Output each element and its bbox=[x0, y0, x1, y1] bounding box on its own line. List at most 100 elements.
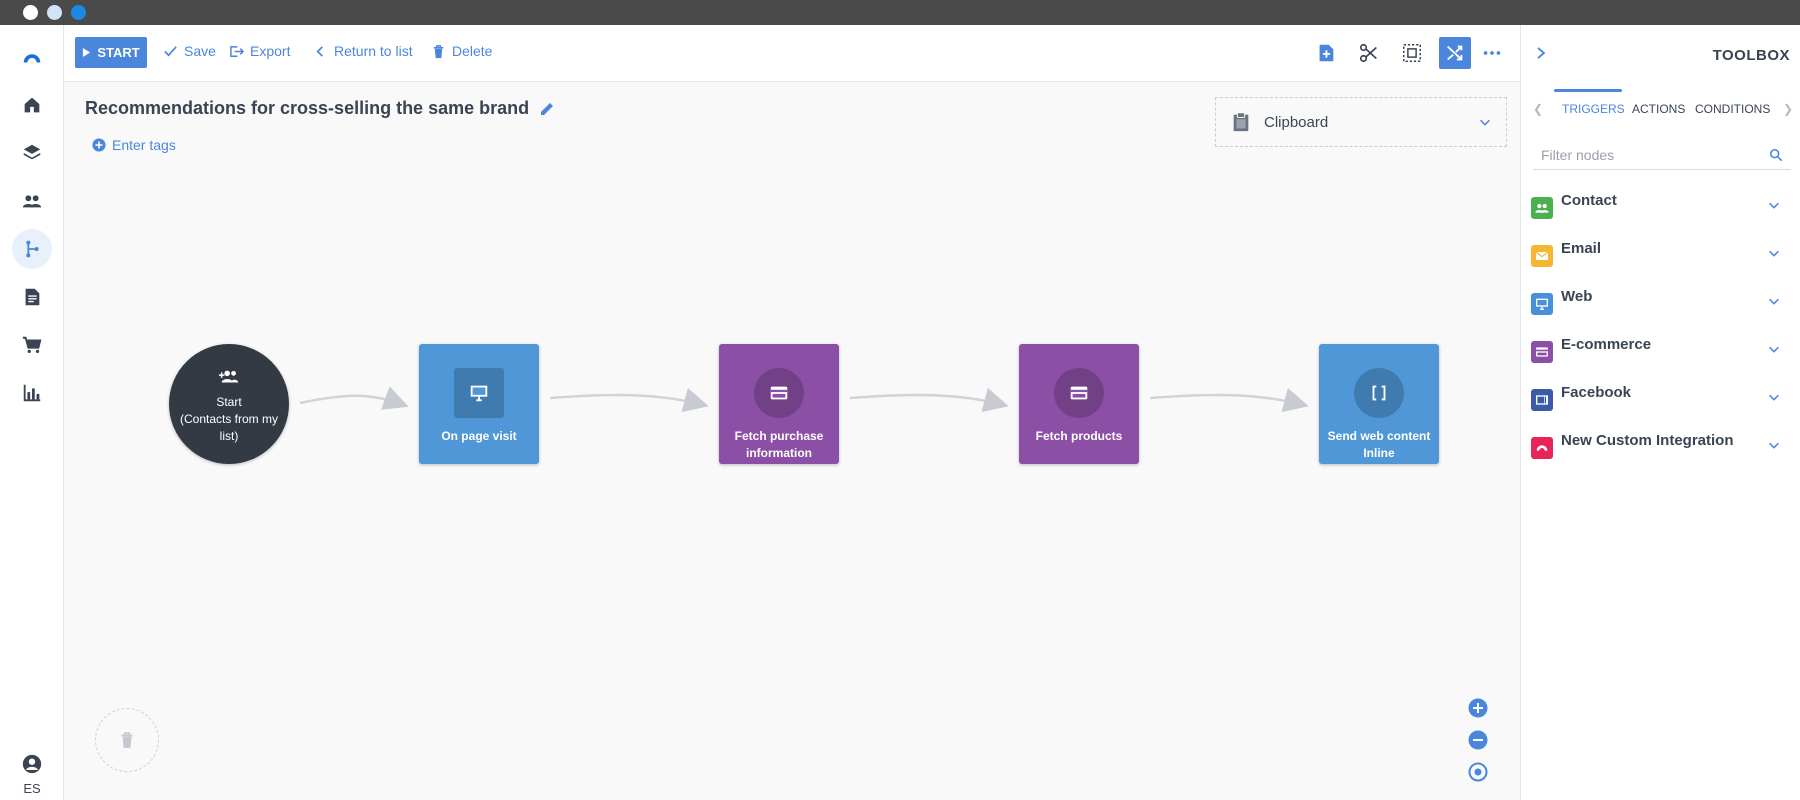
delete-button-label: Delete bbox=[452, 43, 493, 59]
chevron-right-icon bbox=[1537, 47, 1546, 59]
flow-node-fetch-purchase-information[interactable]: Fetch purchase information bbox=[719, 344, 839, 464]
flow-title: Recommendations for cross-selling the sa… bbox=[85, 98, 530, 118]
start-button[interactable]: START bbox=[75, 37, 147, 68]
tab-actions[interactable]: ACTIONS bbox=[1632, 102, 1686, 116]
category-contact[interactable]: Contact bbox=[1531, 192, 1793, 226]
scissors-icon[interactable] bbox=[1353, 37, 1385, 69]
play-icon bbox=[83, 48, 91, 57]
chevron-down-icon bbox=[1769, 202, 1779, 209]
contacts-icon[interactable] bbox=[12, 181, 52, 221]
pencil-icon[interactable] bbox=[539, 101, 555, 117]
target-icon bbox=[1468, 762, 1488, 782]
shuffle-icon[interactable] bbox=[1439, 37, 1471, 69]
export-button[interactable]: Export bbox=[229, 43, 290, 59]
left-nav-rail: ES bbox=[0, 25, 64, 800]
plus-circle-icon bbox=[1468, 698, 1488, 718]
integration-icon bbox=[1531, 437, 1553, 459]
automation-icon[interactable] bbox=[12, 229, 52, 269]
category-label: New Custom Integration bbox=[1561, 432, 1734, 449]
window-close-dot[interactable] bbox=[23, 5, 38, 20]
chevron-down-icon bbox=[1480, 119, 1490, 126]
flow-node-on-page-visit[interactable]: On page visit bbox=[419, 344, 539, 464]
more-icon[interactable] bbox=[1476, 37, 1508, 69]
zoom-in-button[interactable] bbox=[1467, 697, 1489, 719]
flow-canvas[interactable]: Recommendations for cross-selling the sa… bbox=[64, 82, 1520, 800]
minus-circle-icon bbox=[1468, 730, 1488, 750]
connector-4 bbox=[1149, 387, 1309, 413]
connector-2 bbox=[549, 387, 709, 413]
home-icon[interactable] bbox=[12, 85, 52, 125]
start-button-label: START bbox=[97, 45, 140, 60]
save-button-label: Save bbox=[184, 43, 216, 59]
return-to-list-button[interactable]: Return to list bbox=[313, 43, 413, 59]
category-facebook[interactable]: Facebook bbox=[1531, 384, 1793, 418]
connector-1 bbox=[299, 386, 409, 410]
trash-icon bbox=[121, 732, 133, 748]
layers-icon[interactable] bbox=[12, 133, 52, 173]
page-title: Recommendations for cross-selling the sa… bbox=[85, 98, 555, 119]
language-label[interactable]: ES bbox=[23, 781, 41, 796]
flow-node-start[interactable]: Start (Contacts from my list) bbox=[169, 344, 289, 464]
save-button[interactable]: Save bbox=[163, 43, 216, 59]
monitor-icon bbox=[454, 368, 504, 418]
tabs-scroll-right-icon[interactable]: ❯ bbox=[1783, 102, 1794, 116]
chevron-down-icon bbox=[1769, 346, 1779, 353]
chevron-down-icon bbox=[1769, 442, 1779, 449]
facebook-icon bbox=[1531, 389, 1553, 411]
search-icon[interactable] bbox=[1769, 148, 1783, 162]
check-icon bbox=[164, 45, 177, 56]
window-minimize-dot[interactable] bbox=[47, 5, 62, 20]
connector-3 bbox=[849, 387, 1009, 413]
enter-tags-button[interactable]: Enter tags bbox=[92, 137, 176, 153]
envelope-icon bbox=[1531, 245, 1553, 267]
editor-toolbar: START Save Export Return to list Delete bbox=[64, 25, 1520, 82]
flow-node-label: Send web content Inline bbox=[1327, 429, 1431, 460]
category-label: Email bbox=[1561, 240, 1602, 257]
clipboard-label: Clipboard bbox=[1264, 113, 1329, 131]
return-to-list-label: Return to list bbox=[334, 43, 413, 59]
trash-drop-zone[interactable] bbox=[95, 708, 159, 772]
clipboard-dropdown[interactable]: Clipboard bbox=[1215, 97, 1507, 147]
filter-nodes-field bbox=[1533, 140, 1791, 170]
toolbox-tabs: ❮ TRIGGERS ACTIONS CONDITIONS ❯ bbox=[1521, 89, 1800, 124]
flow-node-fetch-products[interactable]: Fetch products bbox=[1019, 344, 1139, 464]
flow-node-label: On page visit bbox=[441, 429, 517, 443]
card-icon bbox=[1531, 341, 1553, 363]
chevron-down-icon bbox=[1769, 250, 1779, 257]
document-icon[interactable] bbox=[12, 277, 52, 317]
monitor-icon bbox=[1531, 293, 1553, 315]
chevron-down-icon bbox=[1769, 298, 1779, 305]
tab-triggers[interactable]: TRIGGERS bbox=[1562, 102, 1625, 116]
toolbox-title: TOOLBOX bbox=[1712, 47, 1790, 64]
select-area-icon[interactable] bbox=[1396, 37, 1428, 69]
category-web[interactable]: Web bbox=[1531, 288, 1793, 322]
category-new-custom-integration[interactable]: New Custom Integration bbox=[1531, 432, 1793, 466]
tab-conditions[interactable]: CONDITIONS bbox=[1695, 102, 1771, 116]
add-contacts-icon bbox=[214, 362, 244, 392]
filter-nodes-input[interactable] bbox=[1533, 146, 1769, 163]
brackets-icon bbox=[1354, 368, 1404, 418]
flow-node-label: Start (Contacts from my list) bbox=[179, 395, 278, 443]
tabs-scroll-left-icon[interactable]: ❮ bbox=[1533, 102, 1544, 116]
enter-tags-label: Enter tags bbox=[112, 137, 176, 153]
user-avatar-icon[interactable] bbox=[12, 750, 52, 778]
clipboard-icon bbox=[1233, 112, 1249, 132]
center-view-button[interactable] bbox=[1467, 761, 1489, 783]
category-label: Contact bbox=[1561, 192, 1617, 209]
reports-icon[interactable] bbox=[12, 373, 52, 413]
logo-icon[interactable] bbox=[12, 37, 52, 77]
window-maximize-dot[interactable] bbox=[71, 5, 86, 20]
flow-node-label: Fetch purchase information bbox=[734, 429, 824, 460]
contacts-icon bbox=[1531, 197, 1553, 219]
category-label: E-commerce bbox=[1561, 336, 1652, 353]
cart-icon[interactable] bbox=[12, 325, 52, 365]
category-email[interactable]: Email bbox=[1531, 240, 1793, 274]
chevron-down-icon bbox=[1769, 394, 1779, 401]
add-note-icon[interactable] bbox=[1310, 37, 1342, 69]
delete-button[interactable]: Delete bbox=[431, 43, 492, 59]
export-icon bbox=[230, 45, 244, 57]
collapse-toolbox-button[interactable] bbox=[1533, 45, 1553, 65]
category-ecommerce[interactable]: E-commerce bbox=[1531, 336, 1793, 370]
flow-node-send-web-content-inline[interactable]: Send web content Inline bbox=[1319, 344, 1439, 464]
zoom-out-button[interactable] bbox=[1467, 729, 1489, 751]
